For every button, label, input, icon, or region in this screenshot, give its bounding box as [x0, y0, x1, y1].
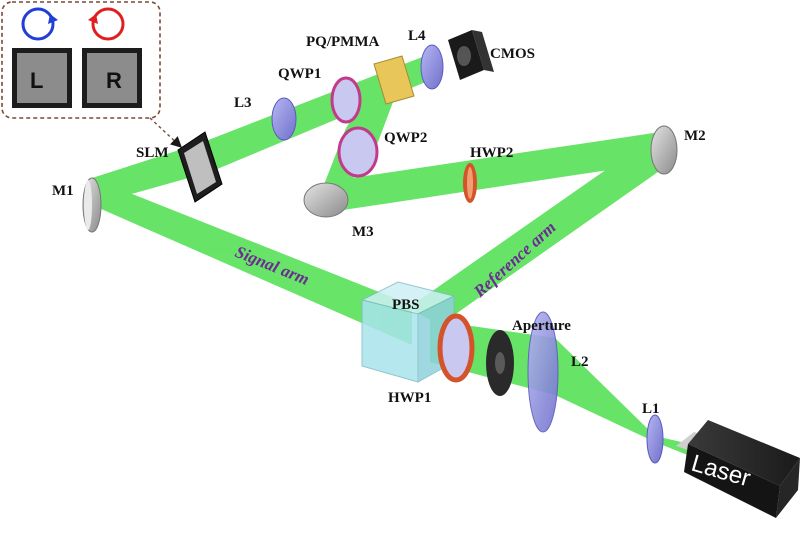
- label-slm: SLM: [136, 145, 169, 161]
- circular-polarization-right-icon: [88, 7, 125, 41]
- label-m3: M3: [352, 224, 374, 240]
- aperture-iris: [486, 330, 514, 396]
- pbs-cube: [360, 281, 456, 383]
- mirror-m2: [650, 125, 678, 175]
- inset-connector: [149, 117, 183, 148]
- label-l3: L3: [234, 95, 252, 111]
- inset-right-label: R: [106, 68, 122, 93]
- mirror-m1: [82, 177, 102, 233]
- qwp1-waveplate: [330, 76, 362, 124]
- label-cmos: CMOS: [490, 46, 535, 62]
- hwp2-waveplate: [463, 163, 477, 203]
- slm-panel: [177, 131, 223, 203]
- label-m1: M1: [52, 183, 74, 199]
- mirror-m3: [303, 182, 349, 218]
- lens-l4: [420, 44, 444, 90]
- label-m2: M2: [684, 128, 706, 144]
- lens-l1: [646, 414, 664, 464]
- cmos-camera: [448, 30, 494, 80]
- inset-panel: L R: [1, 1, 161, 119]
- label-l4: L4: [408, 28, 426, 44]
- lens-l2: [527, 311, 559, 433]
- laser-source: Laser: [676, 420, 800, 518]
- label-hwp1: HWP1: [388, 390, 431, 406]
- beam-l1-to-l2: [555, 338, 655, 442]
- circular-polarization-left-icon: [21, 7, 58, 41]
- label-pq-pmma: PQ/PMMA: [306, 34, 379, 50]
- label-qwp1: QWP1: [278, 66, 321, 82]
- label-aperture: Aperture: [512, 318, 571, 334]
- label-qwp2: QWP2: [384, 130, 427, 146]
- label-l2: L2: [571, 354, 589, 370]
- pq-pmma-plate: [373, 55, 415, 105]
- beam-reference-arm: [408, 132, 675, 325]
- inset-left-label: L: [30, 68, 43, 93]
- beam-signal-arm: [92, 178, 412, 345]
- label-l1: L1: [642, 401, 660, 417]
- qwp2-waveplate: [337, 126, 379, 178]
- beam-laser-to-l1: [655, 436, 690, 456]
- hwp1-waveplate: [437, 313, 475, 383]
- label-pbs: PBS: [392, 297, 420, 313]
- beam-m2-to-m3: [325, 132, 675, 212]
- label-hwp2: HWP2: [470, 145, 513, 161]
- lens-l3: [271, 97, 297, 141]
